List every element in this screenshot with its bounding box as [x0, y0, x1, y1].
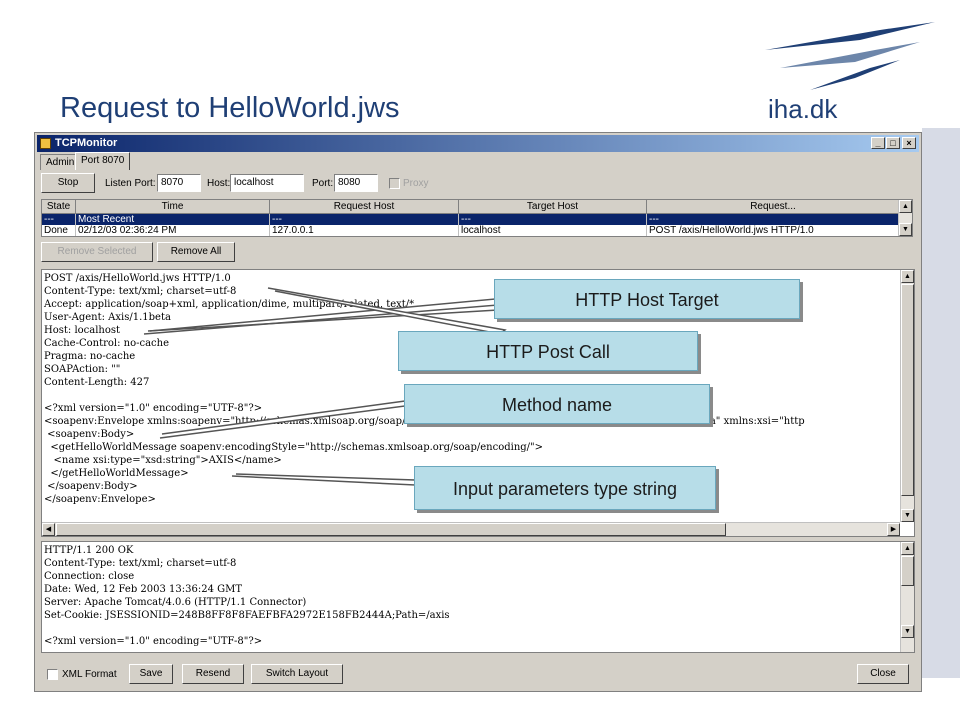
logo-icon [765, 22, 935, 90]
listen-port-label: Listen Port: [105, 178, 156, 189]
port-input[interactable]: 8080 [334, 174, 378, 192]
proxy-label: Proxy [403, 178, 429, 189]
window-titlebar[interactable]: TCPMonitor _ □ × [37, 135, 919, 152]
table-cell: --- [270, 214, 459, 225]
xml-format-label: XML Format [62, 669, 117, 680]
response-pane[interactable]: HTTP/1.1 200 OK Content-Type: text/xml; … [41, 541, 915, 653]
scroll-thumb[interactable] [56, 523, 726, 536]
tab-port-8070[interactable]: Port 8070 [75, 152, 131, 170]
close-button[interactable]: Close [857, 664, 909, 684]
table-scrollbar[interactable]: ▲ ▼ [898, 200, 912, 236]
column-header-request-host[interactable]: Request Host [270, 200, 459, 214]
xml-format-checkbox[interactable] [47, 669, 58, 680]
maximize-icon[interactable]: □ [886, 137, 900, 149]
table-row[interactable]: --- Most Recent --- --- --- [42, 214, 900, 225]
scroll-down-icon[interactable]: ▼ [899, 223, 912, 236]
table-cell: --- [42, 214, 76, 225]
save-button[interactable]: Save [129, 664, 173, 684]
table-cell: --- [647, 214, 900, 225]
scroll-down-icon[interactable]: ▼ [901, 625, 914, 638]
table-row[interactable]: Done 02/12/03 02:36:24 PM 127.0.0.1 loca… [42, 225, 900, 236]
callout-method-name: Method name [404, 384, 710, 424]
host-label: Host: [207, 178, 231, 189]
scroll-thumb[interactable] [901, 284, 914, 496]
close-icon[interactable]: × [902, 137, 916, 149]
callout-http-post-call: HTTP Post Call [398, 331, 698, 371]
request-hscroll[interactable]: ◀ ▶ [42, 522, 900, 536]
logo-text: iha.dk [768, 94, 838, 124]
table-cell: Most Recent [76, 214, 270, 225]
response-text: HTTP/1.1 200 OK Content-Type: text/xml; … [44, 545, 450, 647]
column-header-state[interactable]: State [42, 200, 76, 214]
app-icon [40, 138, 51, 149]
resend-button[interactable]: Resend [182, 664, 244, 684]
scroll-down-icon[interactable]: ▼ [901, 509, 914, 522]
proxy-checkbox[interactable] [389, 178, 400, 189]
table-cell: 127.0.0.1 [270, 225, 459, 236]
scroll-left-icon[interactable]: ◀ [42, 523, 55, 536]
connections-table: State Time Request Host Target Host Requ… [41, 199, 913, 237]
table-cell: localhost [459, 225, 647, 236]
callout-http-host-target: HTTP Host Target [494, 279, 800, 319]
table-cell: Done [42, 225, 76, 236]
table-cell: 02/12/03 02:36:24 PM [76, 225, 270, 236]
scroll-right-icon[interactable]: ▶ [887, 523, 900, 536]
scroll-thumb[interactable] [901, 556, 914, 586]
column-header-request[interactable]: Request... [647, 200, 900, 214]
scroll-up-icon[interactable]: ▲ [901, 542, 914, 555]
minimize-icon[interactable]: _ [871, 137, 885, 149]
window-title: TCPMonitor [55, 137, 118, 149]
switch-layout-button[interactable]: Switch Layout [251, 664, 343, 684]
listen-port-input[interactable]: 8070 [157, 174, 201, 192]
table-cell: POST /axis/HelloWorld.jws HTTP/1.0 [647, 225, 900, 236]
host-input[interactable]: localhost [230, 174, 304, 192]
stop-button[interactable]: Stop [41, 173, 95, 193]
callout-input-params: Input parameters type string [414, 466, 716, 510]
scroll-up-icon[interactable]: ▲ [901, 270, 914, 283]
remove-all-button[interactable]: Remove All [157, 242, 235, 262]
column-header-target-host[interactable]: Target Host [459, 200, 647, 214]
column-header-time[interactable]: Time [76, 200, 270, 214]
port-label: Port: [312, 178, 334, 189]
side-strip [922, 128, 960, 678]
scroll-up-icon[interactable]: ▲ [899, 200, 912, 213]
response-vscroll[interactable]: ▲ ▼ [900, 542, 914, 652]
slide-title: Request to HelloWorld.jws [60, 92, 400, 124]
request-vscroll[interactable]: ▲ ▼ [900, 270, 914, 522]
remove-selected-button[interactable]: Remove Selected [41, 242, 153, 262]
table-cell: --- [459, 214, 647, 225]
